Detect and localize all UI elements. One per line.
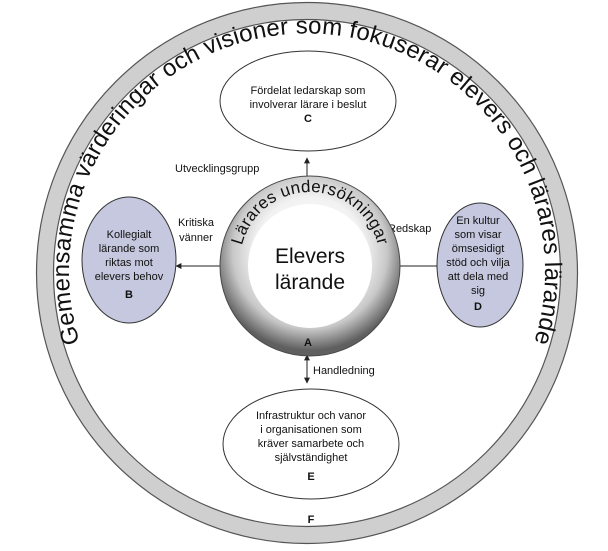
outer-ring (36, 2, 578, 544)
node-left-line-1: Kollegialt (107, 229, 152, 241)
node-right (436, 202, 524, 328)
node-left (81, 196, 177, 324)
connector-label-right: Redskap (388, 223, 431, 235)
node-left-line-4: elevers behov (95, 271, 164, 283)
node-left-line-2: lärande som (99, 243, 160, 255)
connector-label-left-1: Kritiska (178, 217, 215, 229)
node-top-line-1: Fördelat ledarskap som (251, 85, 366, 97)
outer-ring-letter: F (308, 514, 315, 526)
node-right-line-2: som visar (454, 229, 501, 241)
node-right-line-5: att dela med (448, 271, 509, 283)
node-top-letter: C (304, 113, 312, 125)
node-bottom-line-3: kräver samarbete och (258, 438, 364, 450)
connector-label-bottom: Handledning (313, 365, 375, 377)
connector-label-left-2: vänner (179, 232, 213, 244)
node-bottom-line-2: i organisationen som (260, 424, 362, 436)
node-bottom (222, 388, 400, 500)
node-left-letter: B (125, 289, 133, 301)
node-right-line-3: ömsesidigt (452, 243, 505, 255)
center-text-line-2: lärande (275, 271, 345, 294)
node-right-letter: D (474, 301, 482, 313)
center-ring-letter: A (304, 337, 312, 349)
node-right-line-4: stöd och vilja (446, 257, 510, 269)
outer-ring-edge-inner (52, 18, 562, 528)
center-text-line-1: Elevers (275, 245, 345, 268)
node-bottom-line-1: Infrastruktur och vanor (256, 410, 366, 422)
connector-label-top: Utvecklingsgrupp (175, 163, 259, 175)
node-right-line-1: En kultur (456, 215, 500, 227)
node-bottom-letter: E (307, 471, 314, 483)
node-left-line-3: riktas mot (105, 257, 153, 269)
node-bottom-line-4: självständighet (275, 452, 348, 464)
outer-ring-edge-outer (35, 1, 579, 545)
node-right-line-6: sig (471, 285, 485, 297)
node-top-line-2: involverar lärare i beslut (250, 99, 367, 111)
node-top (219, 50, 397, 152)
center-core (248, 204, 372, 328)
